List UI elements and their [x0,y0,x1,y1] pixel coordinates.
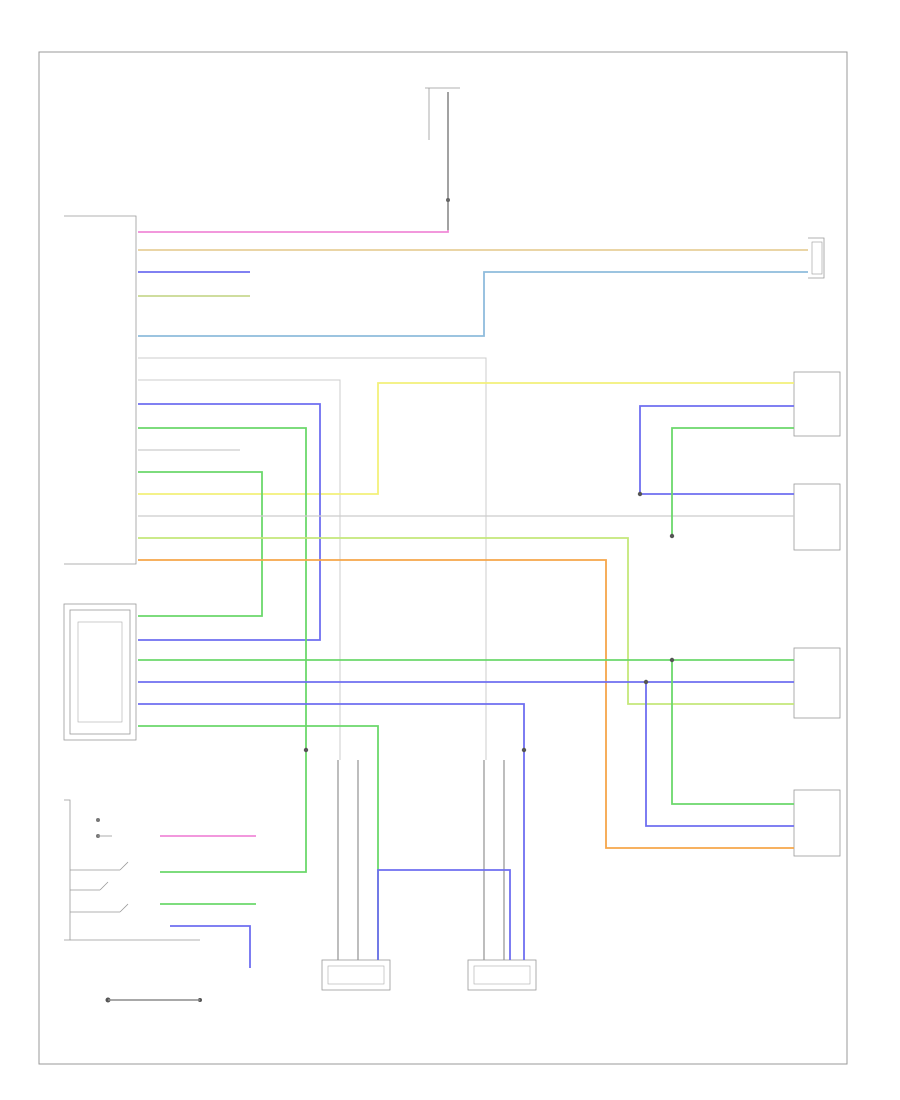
splices [303,491,675,753]
front-seat-connectors [321,959,537,991]
wire-green-right [671,427,794,536]
control-module [64,215,137,565]
wire-grey-b [138,379,341,760]
wire-blue-long-a [138,403,321,641]
wire-skyblue [138,271,808,337]
wires [138,230,808,968]
tpms-display-box [63,603,137,741]
wire-seat-blue [377,869,511,960]
diagram-frame [38,51,848,1065]
wire-ign-blue [170,925,251,968]
wire-green-rear [671,660,794,805]
ground-symbol [105,997,202,1003]
wire-green-d [138,725,379,960]
fuse-source [425,87,460,230]
wire-blue-rear [645,682,794,827]
wire-grey-a [138,357,487,760]
seat-heater-connectors [793,371,841,857]
wire-green-a [138,427,307,873]
ignition-switch [64,799,200,941]
wire-blue-right [639,405,794,495]
wire-yellowgreen [138,537,794,705]
wire-green-b [138,471,263,617]
wire-yellow-a [138,382,794,495]
wire-pink [138,230,449,233]
passenger-heater-connector [808,237,825,279]
wire-orange [138,559,794,849]
wire-blue-d [138,703,525,960]
